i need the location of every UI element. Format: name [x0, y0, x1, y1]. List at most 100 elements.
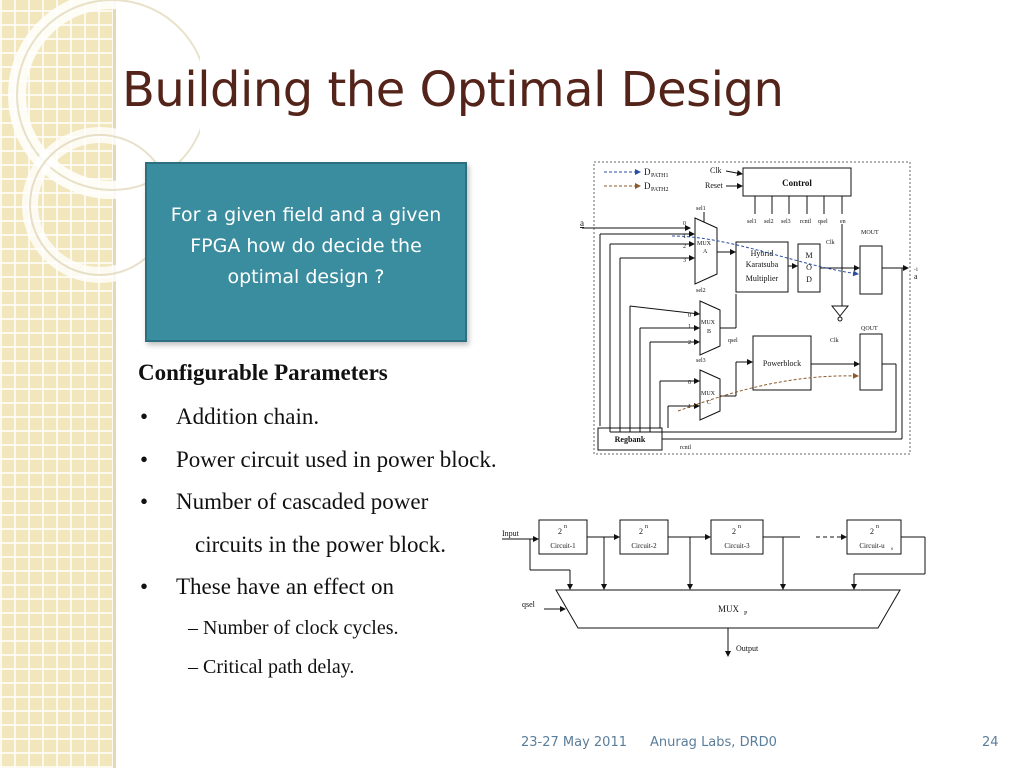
multiplier-label: Hybrid [751, 249, 774, 258]
mux-b-label: B [707, 329, 711, 335]
sel3-label: sel3 [696, 358, 706, 364]
critical-path-2 [677, 372, 859, 412]
footer-page-number: 24 [982, 735, 999, 750]
mux-c [699, 369, 721, 421]
legend-path1-label: PATH1 [651, 173, 668, 179]
mux-b-input-label: 0 [688, 313, 691, 319]
qout-label: QOUT [861, 326, 878, 332]
mux-c-label: MUX [701, 391, 716, 397]
footer-date: 23-27 May 2011 [521, 735, 627, 750]
circuit-label: Circuit-1 [550, 542, 576, 550]
mux-b [699, 300, 721, 356]
mout-label: MOUT [861, 230, 879, 236]
bullet-marker: • [140, 489, 149, 514]
cascade-diagram: Input 2 n Circuit-1 2 n Circuit-2 2 n Ci… [502, 519, 926, 657]
mux-c-input-label: 0 [688, 380, 691, 386]
mux-a-label: MUX [697, 241, 712, 247]
sel1-top-label: sel1 [747, 219, 757, 225]
circuit-label: Circuit-3 [724, 542, 750, 550]
mux-b-input-label: 2 [688, 340, 691, 346]
legend-path2-label: PATH2 [651, 187, 668, 193]
mux-a-input-label: 0 [683, 221, 686, 227]
rcntl-label: rcntl [680, 445, 691, 451]
sel2-top-label: sel2 [764, 219, 774, 225]
legend-d-label: D [644, 167, 651, 177]
sel2-label: sel2 [696, 288, 706, 294]
mux-b-label: MUX [701, 320, 716, 326]
circuit-power-base: 2 [870, 527, 874, 536]
regbank-label: Regbank [615, 435, 646, 444]
datapath-border [593, 161, 911, 455]
bullet-text: These have an effect on [176, 574, 394, 599]
cascade-input-label: Input [502, 529, 520, 538]
output-label: Output [736, 644, 759, 653]
circuit-label: Circuit-u [859, 542, 885, 550]
circuit-power-base: 2 [639, 527, 643, 536]
mux-p [555, 589, 901, 629]
circuit-label: Circuit-2 [631, 542, 657, 550]
bullet-text: circuits in the power block. [195, 532, 447, 557]
output-a-label: a [914, 272, 918, 281]
sub-bullet: – Number of clock cycles. [188, 617, 399, 639]
sel1-label: sel1 [696, 206, 706, 212]
circuit-block-us [846, 519, 902, 555]
params-heading: Configurable Parameters [138, 360, 388, 385]
footer-org: Anurag Labs, DRD0 [650, 735, 777, 750]
critical-path-1 [671, 235, 859, 277]
slide-title: Building the Optimal Design [122, 62, 784, 118]
circuit-power-exp: n [564, 524, 567, 530]
bullet-marker: • [140, 447, 149, 472]
bullet-text: Power circuit used in power block. [176, 447, 497, 472]
control-block [742, 167, 852, 197]
sub-bullet: – Critical path delay. [188, 656, 355, 678]
bullet-text: Addition chain. [176, 404, 320, 429]
mux-c-label: C [707, 400, 711, 406]
mod-label: D [806, 275, 812, 284]
mout-register [859, 245, 883, 295]
mux-a-label: A [703, 249, 708, 255]
circuit-block-1 [538, 519, 588, 555]
clk-mout-label: Clk [826, 240, 835, 246]
en-label: en [840, 219, 846, 225]
mux-p-label: MUX [718, 604, 740, 614]
qsel-cascade-label: qsel [522, 600, 536, 609]
multiplier-label: Multiplier [746, 274, 779, 283]
qout-register [859, 333, 883, 391]
clk-qout-label: Clk [830, 338, 839, 344]
mux-p-subscript: P [744, 611, 748, 617]
bullet-marker: • [140, 574, 149, 599]
rcntl-top-label: rcntl [800, 219, 811, 225]
mux-b-input-label: 1 [688, 324, 691, 330]
clk-label: Clk [710, 166, 722, 175]
mod-label: O [806, 263, 812, 272]
mux-a-input-label: 2 [683, 244, 686, 250]
circuit-power-exp: n [738, 524, 741, 530]
bullet-text: Number of cascaded power [176, 489, 429, 514]
powerblock [752, 335, 812, 391]
multiplier-block [735, 241, 789, 293]
circuit-power-exp: n [876, 524, 879, 530]
callout-text: For a given field and a given FPGA how d… [170, 203, 442, 288]
mux-a-input-label: 3 [683, 258, 686, 264]
multiplier-label: Karatsuba [746, 260, 779, 269]
control-label: Control [782, 178, 812, 188]
circuit-power-base: 2 [558, 527, 562, 536]
circuit-power-base: 2 [732, 527, 736, 536]
circuit-label-subscript: s [891, 547, 893, 552]
bullet-marker: • [140, 404, 149, 429]
mux-a [694, 217, 718, 285]
powerblock-label: Powerblock [763, 359, 801, 368]
sidebar-edge [113, 0, 116, 768]
mux-a-input-label: 1 [683, 234, 686, 240]
question-callout: For a given field and a given FPGA how d… [145, 162, 467, 342]
qsel-label: qsel [728, 338, 738, 344]
reset-label: Reset [705, 181, 724, 190]
sel3-top-label: sel3 [781, 219, 791, 225]
input-a-label: a [580, 218, 584, 228]
qsel-top-label: qsel [818, 219, 828, 225]
mod-label: M [805, 251, 812, 260]
enable-inverter [830, 305, 850, 317]
output-exponent-label: -1 [914, 268, 919, 273]
legend-d-label: D [644, 181, 651, 191]
circuit-block-2 [619, 519, 669, 555]
